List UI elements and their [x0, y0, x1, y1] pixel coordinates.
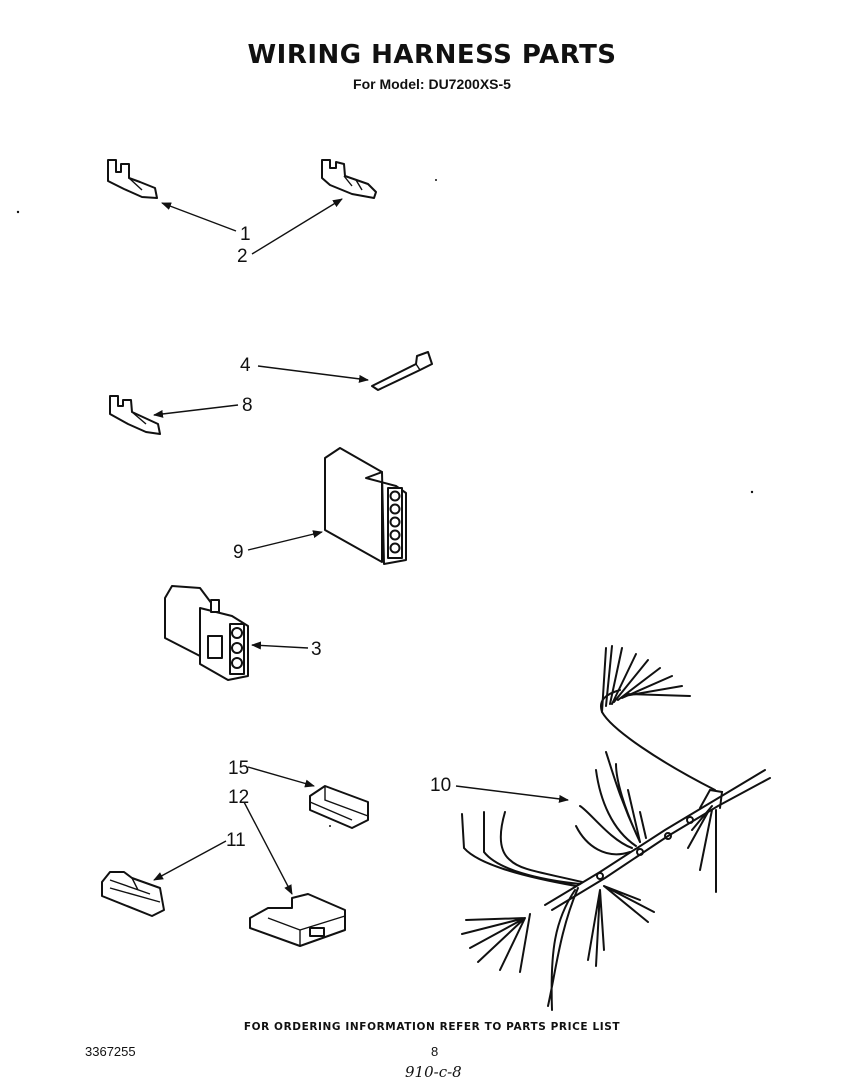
part-1-terminal — [107, 159, 158, 199]
callout-1: 1 — [240, 224, 251, 245]
part-2-terminal — [321, 159, 377, 199]
part-4-tie — [371, 351, 433, 391]
part-3-connector — [164, 585, 249, 681]
part-11-housing — [101, 871, 165, 917]
handwritten-note: 910-c-8 — [405, 1063, 462, 1081]
model-subtitle: For Model: DU7200XS-5 — [353, 76, 511, 92]
part-12-housing — [249, 893, 346, 947]
ordering-note: FOR ORDERING INFORMATION REFER TO PARTS … — [243, 1021, 621, 1033]
page-number: 8 — [431, 1044, 439, 1059]
callout-4: 4 — [240, 355, 251, 376]
page-title: WIRING HARNESS PARTS — [247, 40, 617, 70]
part-10-wiring-harness — [461, 645, 771, 1011]
callout-2: 2 — [237, 246, 248, 267]
document-number: 3367255 — [85, 1044, 136, 1059]
callout-15: 15 — [228, 758, 249, 779]
part-15-housing — [309, 785, 369, 829]
part-9-connector-block — [324, 447, 407, 565]
callout-9: 9 — [233, 542, 244, 563]
callout-12: 12 — [228, 787, 249, 808]
part-8-terminal — [109, 395, 161, 435]
callout-8: 8 — [242, 395, 253, 416]
callout-11: 11 — [226, 830, 246, 851]
callout-10: 10 — [430, 775, 451, 796]
callout-3: 3 — [311, 639, 322, 660]
leader-lines — [153, 198, 569, 895]
